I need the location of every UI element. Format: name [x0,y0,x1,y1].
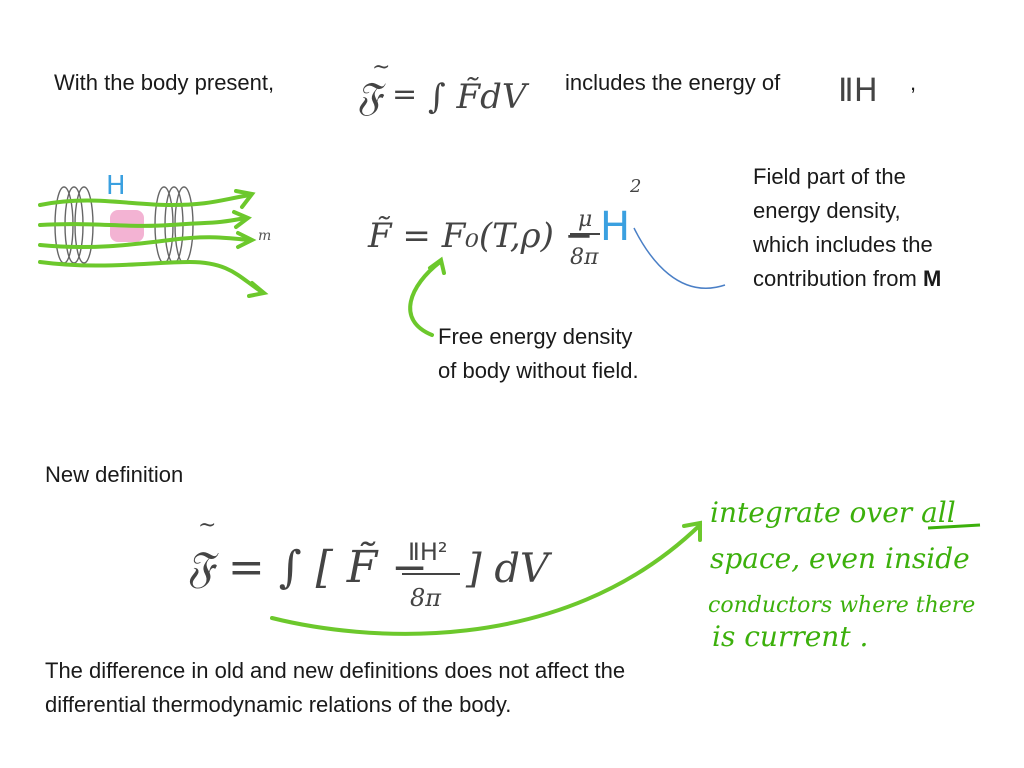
difference-line-1: The difference in old and new definition… [45,658,626,683]
eq1-equals: = [392,77,417,112]
field-part-line-4: contribution from M [753,262,941,296]
integrate-arrow [270,523,702,636]
free-energy-arrow [408,260,442,337]
field-lines [38,189,269,298]
equation-3: ~ 𝔉 = ∫ [ F̃ − ⅡH² 8π ] dV [186,513,553,612]
diagram-m-label: m [258,228,271,244]
contribution-prefix: contribution from [753,266,923,291]
eq3-tilde: ~ [198,513,216,538]
eq2-denominator: 8π [570,245,599,270]
includes-text: includes the energy of [565,70,781,95]
field-part-line-3: which includes the [753,232,933,257]
field-part-connector [633,227,726,289]
eq1-lhs: 𝔉 [356,74,386,120]
eq3-lhs: 𝔉 = ∫ [ F̃ − [186,540,428,593]
integrate-note: integrate over all space, even inside co… [708,496,981,653]
field-part-line-1: Field part of the [753,164,906,189]
eq3-numerator: ⅡH² [408,538,447,566]
eq3-denominator: 8π [410,584,442,612]
new-definition-heading: New definition [45,462,184,487]
free-energy-line-1: Free energy density [438,324,633,349]
energy-symbol: ⅡH [838,71,878,109]
note-line-4: is current . [712,620,868,653]
eq1-tilde: ~ [372,55,390,80]
note-line-2: space, even inside [710,542,970,575]
free-energy-arrowhead [428,256,446,275]
equation-1: ~ 𝔉 = ∫ F̃dV [356,55,530,120]
intro-text: With the body present, [54,70,275,95]
eq1-rhs: ∫ F̃dV [428,77,530,117]
field-part-line-2: energy density, [753,198,901,223]
contribution-bold-m: M [922,266,942,291]
free-energy-line-2: of body without field. [438,358,639,383]
trailing-comma: , [910,70,917,95]
eq2-numerator: μ [578,207,592,232]
difference-line-2: differential thermodynamic relations of … [45,692,512,717]
eq2-field-h: H [600,204,630,250]
eq3-tail: ] dV [465,546,553,592]
eq2-power: 2 [629,176,641,197]
diagram-h-label: H [106,171,126,201]
solenoid-diagram: H m [38,171,271,298]
note-underline-all [927,523,981,530]
note-line-3: conductors where there [708,593,975,618]
integrate-arrowhead [682,520,702,542]
eq2-lhs: F̃ = F₀(T,ρ) − [367,216,593,256]
equation-2: F̃ = F₀(T,ρ) − μ 8π H 2 [367,176,641,270]
note-line-1: integrate over all [710,496,956,529]
